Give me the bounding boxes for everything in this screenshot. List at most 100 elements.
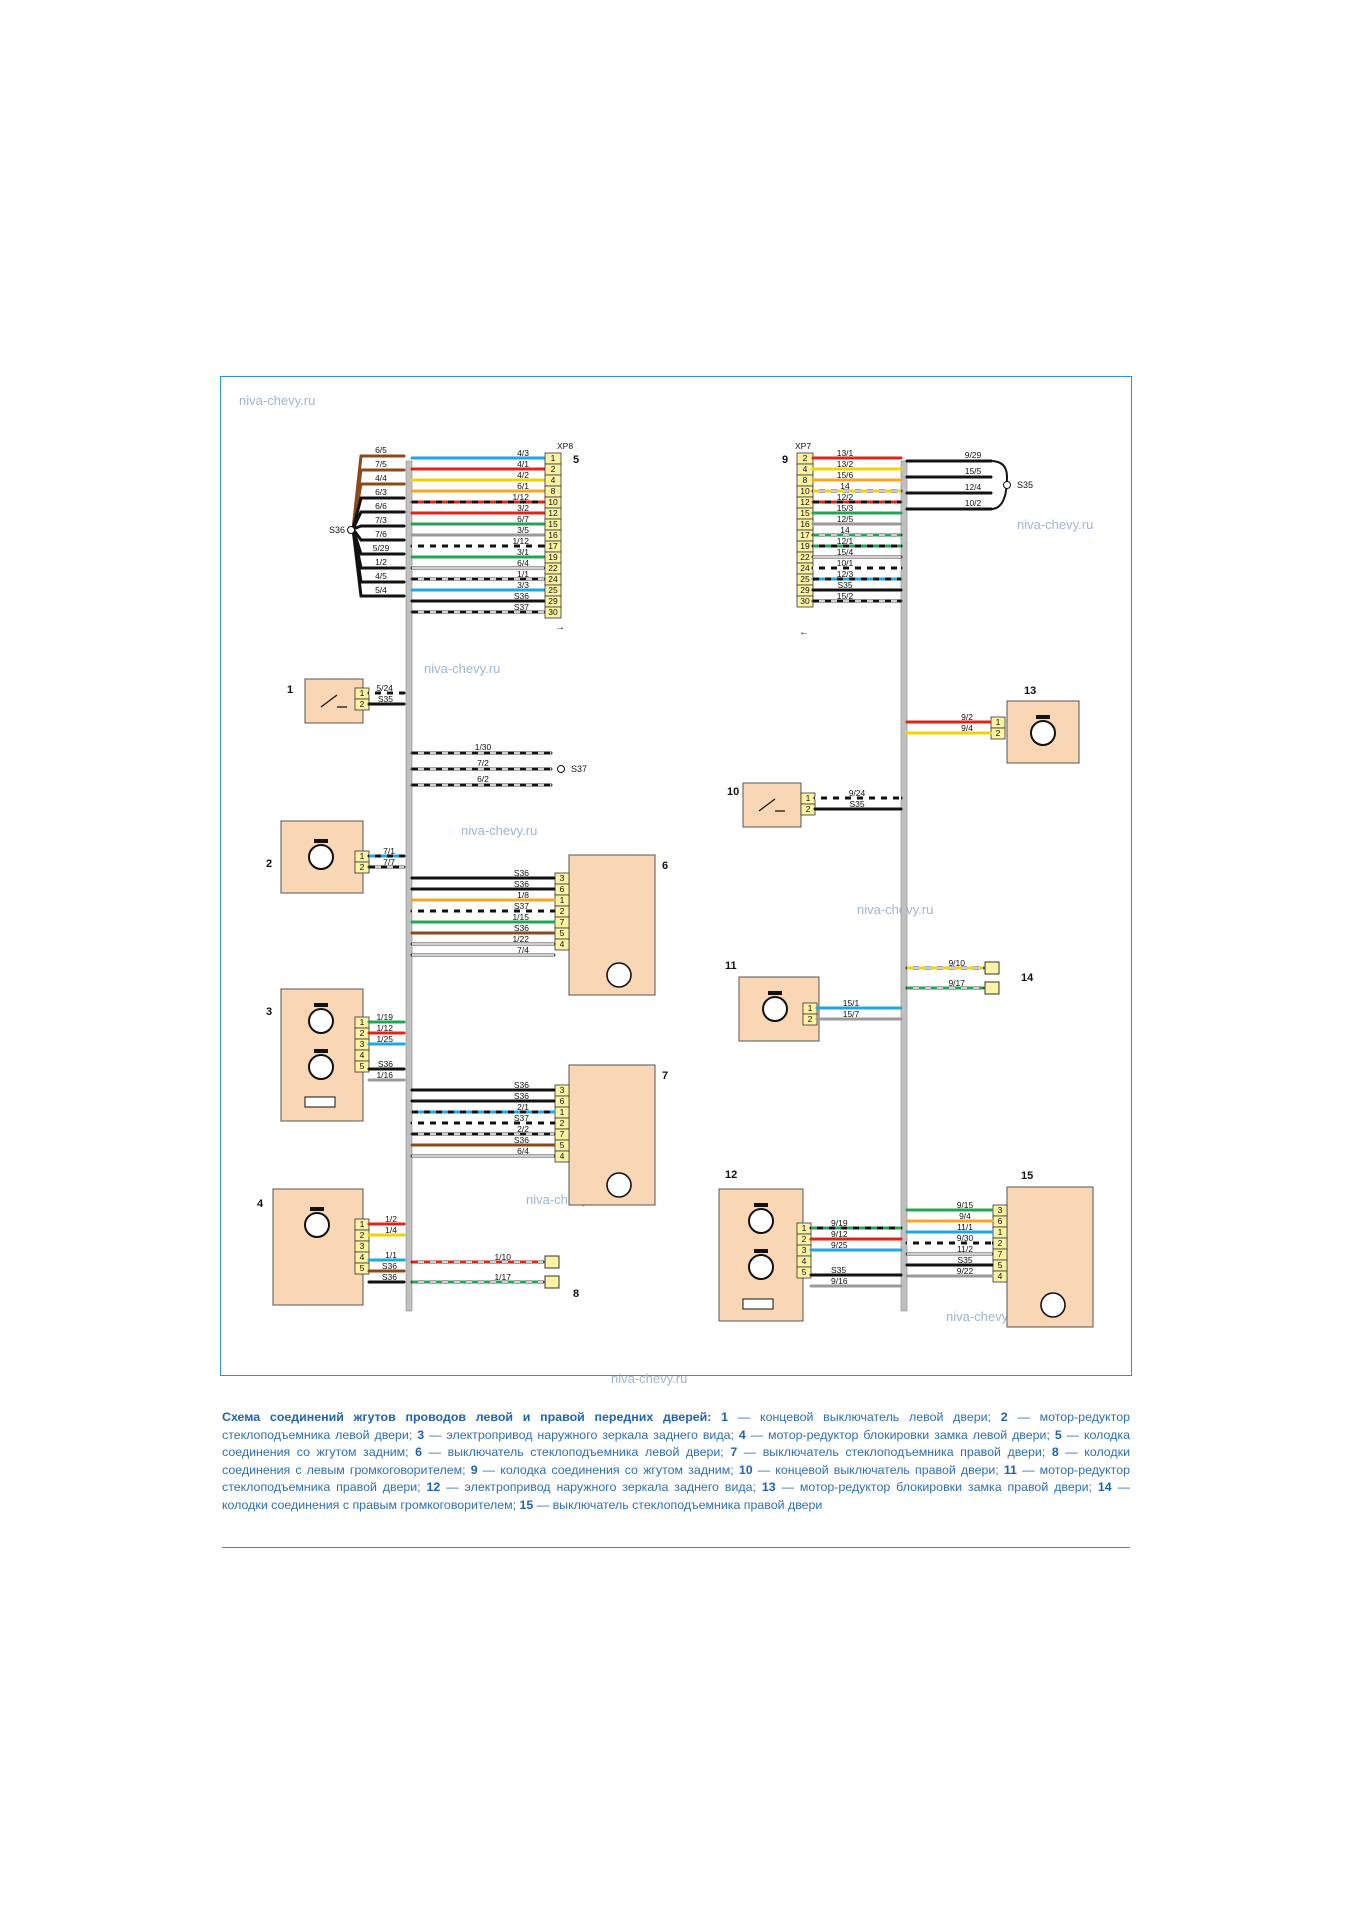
connector-15-pin-label: 7 <box>998 1249 1003 1259</box>
connector-3-pin-label: 4 <box>360 1050 365 1060</box>
component-6-lamp <box>606 962 632 988</box>
component-11-motor-symbol-brush <box>768 991 782 995</box>
connector-xp8-pin-label: 8 <box>551 486 556 496</box>
component-2-wire-label: 7/1 <box>383 846 395 856</box>
connector-3-pin-label: 3 <box>360 1039 365 1049</box>
connector-xp8-pin-label: 12 <box>548 508 558 518</box>
component-12-motor-a <box>748 1208 774 1234</box>
component-12-wire-label: S35 <box>831 1265 846 1275</box>
component-10-wire-label: 9/24 <box>849 788 866 798</box>
caption-title: Схема соединений жгутов проводов левой и… <box>222 1410 722 1424</box>
star-s36-wire <box>351 510 363 531</box>
connector-7-pin-label: 5 <box>560 1140 565 1150</box>
connector-15-pin-label: 6 <box>998 1216 1003 1226</box>
connector-6-pin-label: 7 <box>560 917 565 927</box>
connector-10-pin-label: 2 <box>806 804 811 814</box>
component-8-connector <box>544 1275 560 1289</box>
component-7-wire-label: S36 <box>514 1135 529 1145</box>
connector-6-pin-label: 5 <box>560 928 565 938</box>
component-6-wire-label: 7/4 <box>517 945 529 955</box>
caption-item-text: — электропривод наружного зеркала заднег… <box>440 1480 762 1495</box>
component-3-number: 3 <box>266 1006 272 1018</box>
component-15-wire-label: 11/1 <box>957 1222 973 1232</box>
connector-xp7-pin-label: 12 <box>800 497 810 507</box>
connector-12-pin-label: 4 <box>802 1256 807 1266</box>
component-8-number: 8 <box>573 1288 579 1300</box>
xp8-wire-label: 3/1 <box>517 547 529 557</box>
xp7-name: XP7 <box>795 441 811 451</box>
connector-xp7-pin-label: 22 <box>800 552 810 562</box>
watermark-mid-right: niva-chevy.ru <box>857 902 934 917</box>
connector-11-pin-label: 2 <box>808 1014 813 1024</box>
component-12-wire-label: 9/16 <box>831 1276 848 1286</box>
caption-item-number: 15 <box>519 1497 534 1512</box>
connector-2-pin-label: 2 <box>360 862 365 872</box>
connector-xp8-pin <box>544 606 562 619</box>
connector-15-pin-label: 1 <box>998 1227 1003 1237</box>
connector-xp8-pin-label: 1 <box>551 453 556 463</box>
xp8-wire-label: 1/12 <box>512 536 529 546</box>
component-7-wire-label: 6/4 <box>517 1146 529 1156</box>
component-3-wire-label: 1/12 <box>376 1023 393 1033</box>
star-s35-label: 12/4 <box>965 482 982 492</box>
star-s35-label: 15/5 <box>965 466 982 476</box>
caption-item-text: — мотор-редуктор блокировки замка левой … <box>745 1427 1055 1442</box>
xp7-wire-label: 14 <box>840 525 850 535</box>
caption-item-number: 11 <box>1003 1462 1017 1477</box>
connector-xp8-pin-label: 15 <box>548 519 558 529</box>
xp7-wire-label: 15/6 <box>837 470 854 480</box>
caption-item-number: 4 <box>738 1427 746 1442</box>
caption-item-number: 1 <box>721 1410 729 1424</box>
star-s35-label: 10/2 <box>965 498 982 508</box>
connector-4-pin-label: 2 <box>360 1230 365 1240</box>
connector-xp8-pin-label: 10 <box>548 497 558 507</box>
wiring-diagram: 6/57/54/46/36/67/37/65/291/24/55/4S36XP8… <box>257 441 1094 1328</box>
caption-item-number: 8 <box>1051 1445 1059 1460</box>
component-10-switch <box>742 782 802 828</box>
component-12-wire-label: 9/12 <box>831 1229 848 1239</box>
component-6-wire-label: S36 <box>514 879 529 889</box>
component-11-wire-label: 15/1 <box>843 998 860 1008</box>
connector-2-pin-label: 1 <box>360 851 365 861</box>
star-s37-node <box>557 765 565 773</box>
star-s37-label: 1/30 <box>475 742 492 752</box>
component-15-wire-label: S35 <box>957 1255 972 1265</box>
connector-xp7-pin-label: 16 <box>800 519 810 529</box>
xp8-wire-label: 3/5 <box>517 525 529 535</box>
caption-rule <box>222 1547 1130 1548</box>
caption-item-number: 2 <box>1000 1410 1008 1424</box>
xp8-wire-label: 4/1 <box>517 459 529 469</box>
connector-xp8-pin-label: 4 <box>551 475 556 485</box>
connector-7-pin-label: 3 <box>560 1085 565 1095</box>
xp7-wire-label: 15/2 <box>837 591 854 601</box>
star-s37-label: 7/2 <box>477 758 489 768</box>
star-s36-label: 7/5 <box>375 459 387 469</box>
connector-3-pin-label: 5 <box>360 1061 365 1071</box>
caption-item-number: 5 <box>1054 1427 1062 1442</box>
component-15-wire-label: 9/4 <box>959 1211 971 1221</box>
component-10-number: 10 <box>727 786 739 798</box>
star-s36-label: 7/3 <box>375 515 387 525</box>
connector-xp8-pin-label: 19 <box>548 552 558 562</box>
figure-caption: Схема соединений жгутов проводов левой и… <box>222 1409 1130 1515</box>
connector-4-pin <box>354 1262 370 1275</box>
connector-3-pin-label: 1 <box>360 1017 365 1027</box>
component-3-wire-label: 1/25 <box>376 1034 393 1044</box>
connector-xp8-pin-label: 16 <box>548 530 558 540</box>
connector-15-pin-label: 5 <box>998 1260 1003 1270</box>
connector-4-pin-label: 3 <box>360 1241 365 1251</box>
connector-xp8-pin-label: 25 <box>548 585 558 595</box>
star-s36-label: 4/4 <box>375 473 387 483</box>
connector-6-pin-label: 2 <box>560 906 565 916</box>
component-14-connector <box>984 961 1000 975</box>
component-3-wire-label: S36 <box>378 1059 393 1069</box>
connector-7-pin-label: 6 <box>560 1096 565 1106</box>
xp7-arrow: ← <box>799 627 809 638</box>
star-s36-label: 6/6 <box>375 501 387 511</box>
caption-item-number: 7 <box>730 1445 738 1460</box>
component-14-wire-label: 9/17 <box>948 978 965 988</box>
component-8-wire-label: 1/10 <box>494 1252 511 1262</box>
connector-7-pin-label: 7 <box>560 1129 565 1139</box>
component-4-wire-label: 1/2 <box>385 1214 397 1224</box>
connector-4-pin-label: 1 <box>360 1219 365 1229</box>
